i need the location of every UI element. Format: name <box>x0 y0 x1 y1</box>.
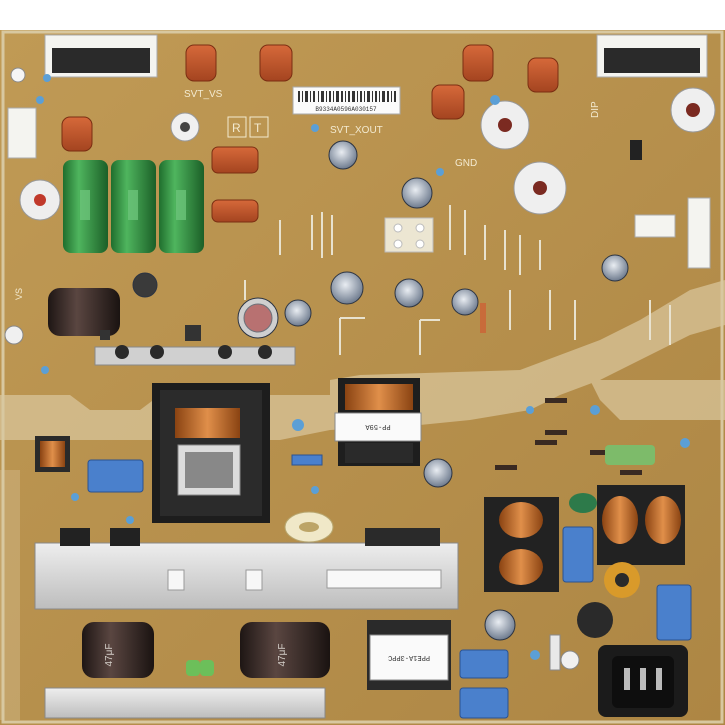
label-svt-xout: SVT_XOUT <box>330 125 383 136</box>
blue-capacitors <box>87 454 692 719</box>
label-vs: VS <box>14 288 24 300</box>
silkscreen-text: SVT_VS SVT_XOUT GND DIP VS R T <box>14 89 601 300</box>
ac-inlet <box>598 645 688 717</box>
label-t: T <box>254 121 262 135</box>
filter-label: PPE1A-3PPC <box>388 653 430 661</box>
label-gnd: GND <box>455 158 477 169</box>
cap-label-1: 47μF <box>104 644 115 667</box>
bulk-capacitors: 47μF 47μF <box>48 288 330 678</box>
mylar-caps <box>186 445 655 676</box>
film-capacitors <box>61 44 559 223</box>
electrolytic-capacitors <box>132 140 629 641</box>
main-transformer <box>152 383 270 523</box>
label-r: R <box>232 121 241 135</box>
top-connectors <box>7 34 711 269</box>
test-pads <box>384 217 434 253</box>
flyback-transformer: PP-59A <box>334 378 422 466</box>
barcode-sticker: B9334A0596A030157 <box>292 86 401 115</box>
resistors-diodes <box>100 140 642 475</box>
toroid <box>284 511 334 543</box>
input-filter-block: PPE1A-3PPC <box>367 620 451 690</box>
small-components <box>36 74 690 660</box>
line-filter-chokes <box>35 436 685 638</box>
main-heatsink <box>34 528 459 719</box>
small-heatsink <box>94 345 296 366</box>
fuse <box>549 634 561 671</box>
transformer-label: PP-59A <box>365 422 391 430</box>
label-svt-vs: SVT_VS <box>184 89 223 100</box>
cap-label-2: 47μF <box>277 644 288 667</box>
green-capacitors <box>63 160 204 253</box>
barcode-text: B9334A0596A030157 <box>315 106 377 113</box>
board-edge <box>1 30 724 724</box>
label-dip: DIP <box>590 101 601 118</box>
mounting-holes <box>4 67 716 670</box>
jumper-wires <box>244 205 671 355</box>
